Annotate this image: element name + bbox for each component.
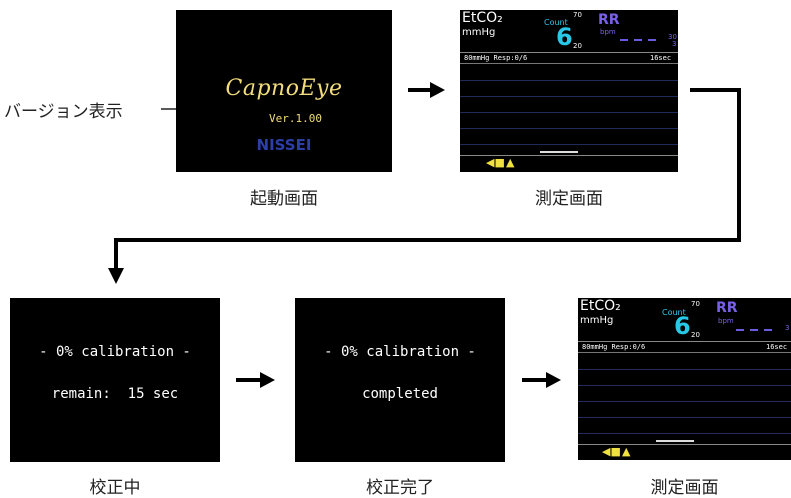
startup-screen: CapnoEye Ver.1.00 NISSEI: [176, 10, 392, 172]
version-text: Ver.1.00: [269, 112, 322, 125]
calibrating-screen: - 0% calibration - remain: 15 sec: [10, 298, 220, 462]
grid-line: [460, 128, 678, 129]
rr-dash-1: [736, 329, 744, 331]
calibration-completed: completed: [362, 386, 438, 402]
grid-line: [578, 433, 791, 434]
plug-icon: ◀■: [486, 156, 505, 169]
plug-icon: ◀■: [602, 445, 621, 458]
info-right: 16sec: [766, 343, 788, 351]
arrow-calibrated-to-measurement: [522, 372, 561, 388]
grid-line: [460, 112, 678, 113]
calibration-remaining: remain: 15 sec: [51, 386, 179, 402]
rr-side-top: 3: [785, 324, 790, 332]
calibrated-screen: - 0% calibration - completed: [295, 298, 505, 462]
measurement-2-caption: 測定画面: [650, 478, 719, 498]
header-divider: [578, 341, 791, 342]
rr-side-top: 30: [668, 33, 677, 41]
info-right: 16sec: [650, 54, 672, 62]
info-divider: [578, 352, 791, 353]
header-divider: [460, 52, 678, 53]
alarm-bell-icon: ▲: [506, 156, 515, 169]
nissei-brand: NISSEI: [256, 136, 312, 154]
info-left: 80mmHg Resp:0/6: [582, 343, 646, 351]
waveform-baseline: [656, 440, 694, 442]
footer-divider: [460, 155, 678, 156]
count-value: 6: [674, 312, 691, 340]
measurement-caption: 測定画面: [535, 189, 603, 209]
etco2-label: EtCO₂: [580, 298, 621, 314]
capnoeye-logo: CapnoEye: [225, 76, 343, 101]
scale-top: 70: [573, 11, 582, 19]
calibrating-caption: 校正中: [89, 478, 141, 498]
etco2-unit: mmHg: [462, 27, 496, 38]
calibration-title: - 0% calibration -: [324, 344, 476, 360]
count-value: 6: [556, 23, 573, 51]
rr-dash-1: [620, 39, 628, 41]
info-left: 80mmHg Resp:0/6: [464, 54, 528, 62]
arrow-measurement-to-calibrating: [108, 88, 741, 284]
scale-bottom: 20: [691, 331, 700, 339]
rr-dash-3: [648, 39, 656, 41]
count-label: Count: [544, 18, 568, 27]
waveform-baseline: [540, 151, 578, 153]
calibrated-caption: 校正完了: [366, 478, 434, 498]
rr-dash-2: [750, 329, 758, 331]
arrow-startup-to-measurement: [408, 82, 445, 98]
grid-line: [460, 144, 678, 145]
calibration-title: - 0% calibration -: [39, 344, 191, 360]
startup-caption: 起動画面: [250, 189, 318, 209]
grid-line: [460, 80, 678, 81]
count-label: Count: [662, 308, 686, 317]
measurement-screen: EtCO₂ mmHg Count 70 6 20 RR bpm 30 3 80m…: [460, 10, 678, 172]
version-display-label: バージョン表示: [4, 102, 123, 122]
grid-line: [578, 401, 791, 402]
rr-label: RR: [716, 300, 738, 316]
scale-top: 70: [691, 300, 700, 308]
rr-unit: bpm: [718, 317, 734, 325]
etco2-unit: mmHg: [580, 315, 614, 326]
measurement-screen-2: EtCO₂ mmHg Count 70 6 20 RR bpm 3 80mmHg…: [578, 298, 791, 460]
scale-bottom: 20: [573, 42, 582, 50]
info-divider: [460, 63, 678, 64]
rr-dash-3: [764, 329, 772, 331]
grid-line: [460, 96, 678, 97]
grid-line: [578, 369, 791, 370]
arrow-calibrating-to-calibrated: [236, 372, 275, 388]
rr-label: RR: [598, 12, 620, 28]
rr-dash-2: [634, 39, 642, 41]
etco2-label: EtCO₂: [462, 10, 503, 26]
rr-unit: bpm: [600, 28, 616, 36]
grid-line: [578, 417, 791, 418]
footer-divider: [578, 444, 791, 445]
rr-side-bottom: 3: [672, 40, 677, 48]
grid-line: [578, 385, 791, 386]
alarm-bell-icon: ▲: [622, 445, 631, 458]
